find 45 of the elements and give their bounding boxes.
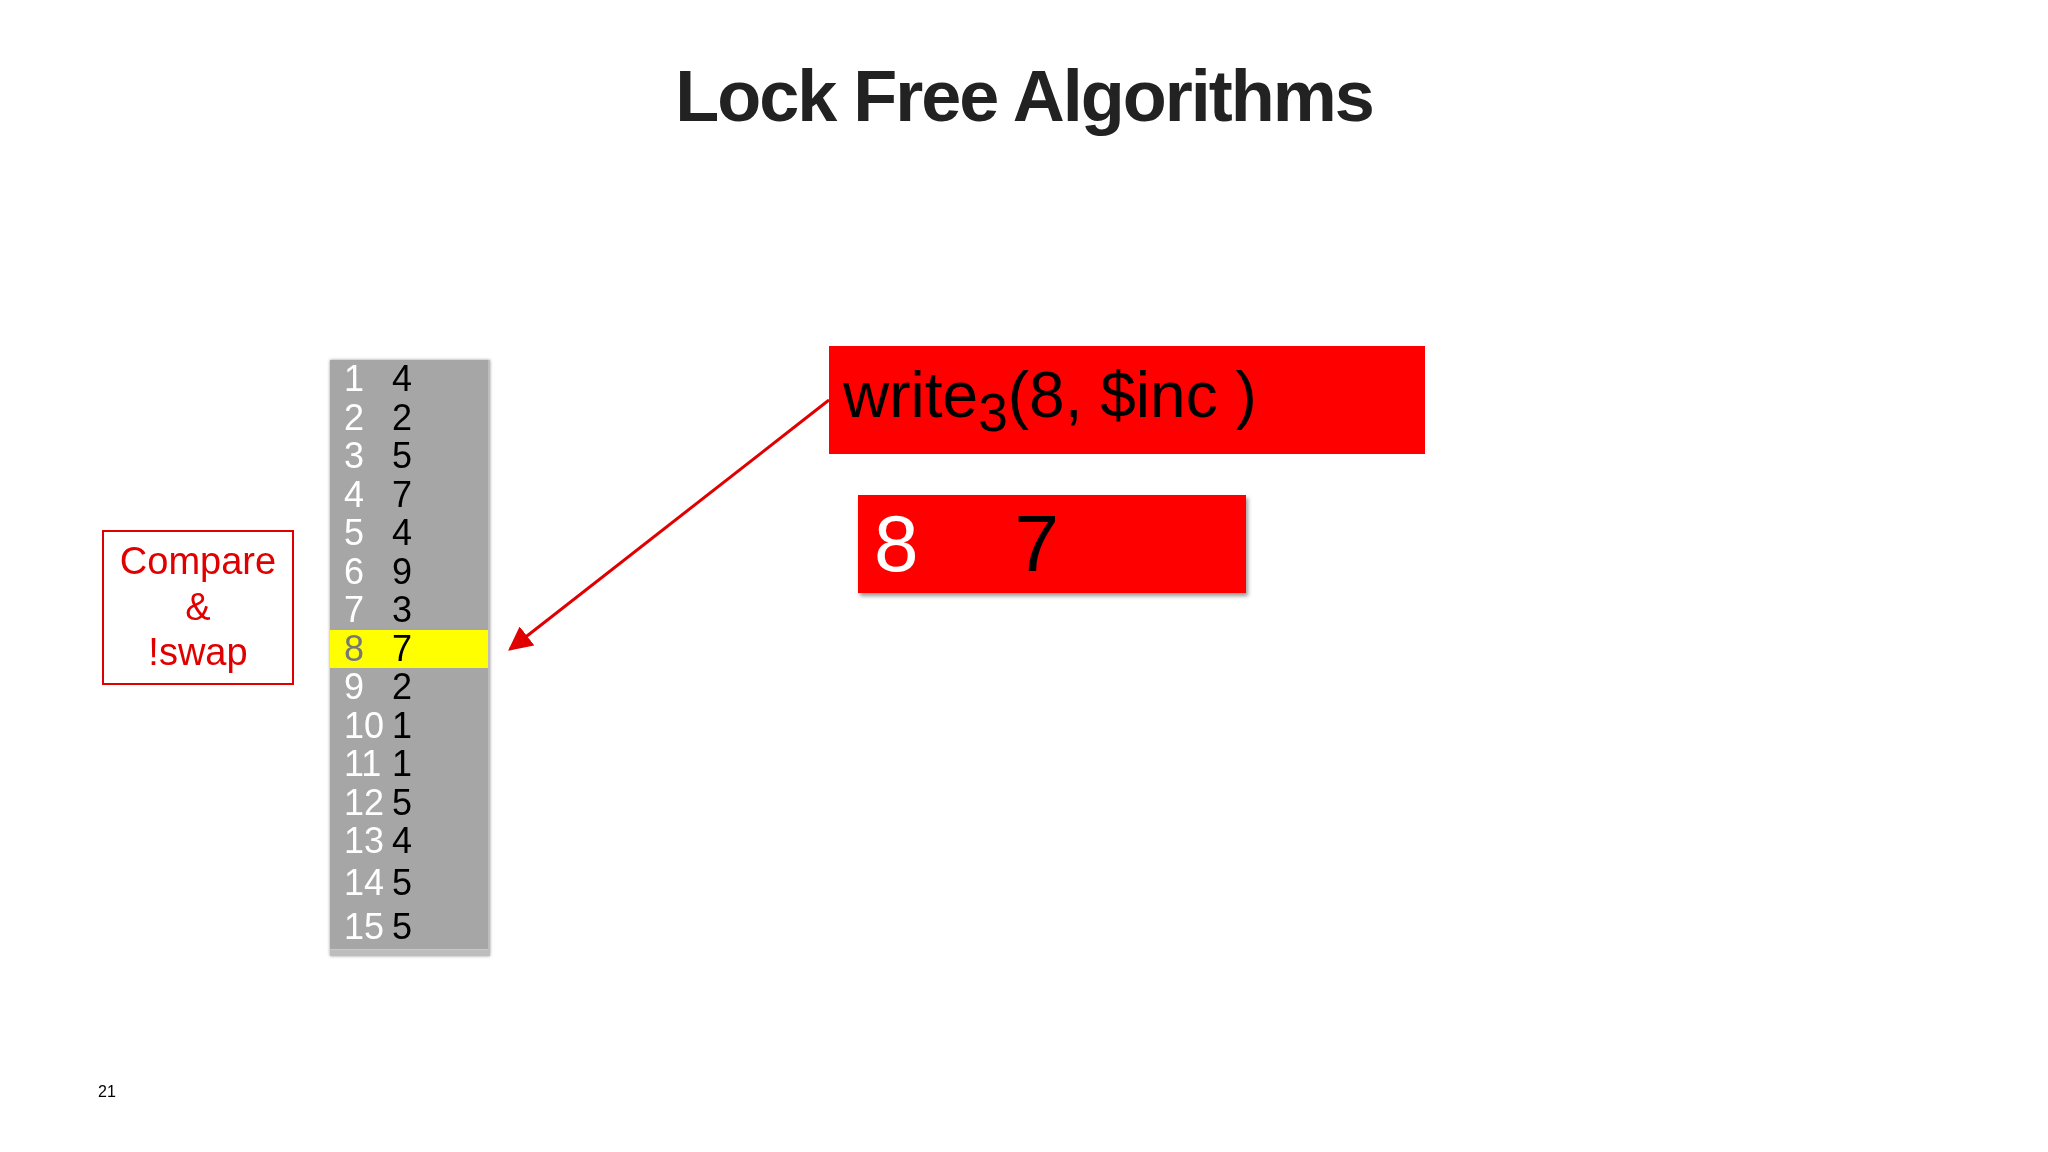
row-value: 5 — [392, 864, 413, 901]
table-row — [330, 591, 488, 631]
row-index: 10 — [343, 707, 386, 744]
table-row — [330, 629, 488, 669]
row-value: 1 — [392, 707, 413, 744]
row-value: 1 — [392, 746, 413, 783]
page-number: 21 — [98, 1083, 116, 1101]
note-box — [102, 530, 294, 685]
row-index: 8 — [343, 630, 366, 667]
row-value: 7 — [392, 630, 413, 667]
row-index: 11 — [343, 746, 383, 783]
row-value: 2 — [392, 399, 413, 436]
table-row — [330, 360, 488, 400]
value-text: 7 — [1014, 498, 1059, 590]
row-value: 4 — [392, 515, 413, 552]
instruction-box: write$_{3}$(8, $inc ) — [829, 346, 1425, 454]
note-text: Compare & !swap — [119, 539, 277, 676]
row-index: 5 — [343, 515, 366, 552]
key-text: 8 — [874, 498, 919, 590]
row-value: 9 — [392, 553, 413, 590]
row-value: 2 — [392, 669, 413, 706]
row-index: 2 — [343, 399, 366, 436]
row-value: 5 — [392, 908, 413, 945]
row-index: 12 — [343, 784, 386, 821]
row-index: 1 — [343, 361, 366, 398]
arrow — [508, 398, 830, 651]
row-value: 7 — [392, 476, 413, 513]
row-index: 9 — [343, 669, 366, 706]
row-index: 3 — [343, 438, 366, 475]
row-index: 7 — [343, 592, 366, 629]
row-index: 4 — [343, 476, 366, 513]
row-value: 5 — [392, 784, 413, 821]
row-index: 13 — [343, 823, 386, 860]
table-column — [330, 360, 490, 956]
row-value: 5 — [392, 438, 413, 475]
slide-title: Lock Free Algorithms — [674, 55, 1374, 137]
row-value: 4 — [392, 361, 413, 398]
row-value: 3 — [392, 592, 413, 629]
row-value: 4 — [392, 823, 413, 860]
row-index: 15 — [343, 908, 386, 945]
row-index: 6 — [343, 553, 366, 590]
table-row — [330, 904, 488, 950]
table-row — [330, 668, 488, 708]
value-box — [858, 495, 1246, 593]
row-index: 14 — [343, 864, 386, 901]
